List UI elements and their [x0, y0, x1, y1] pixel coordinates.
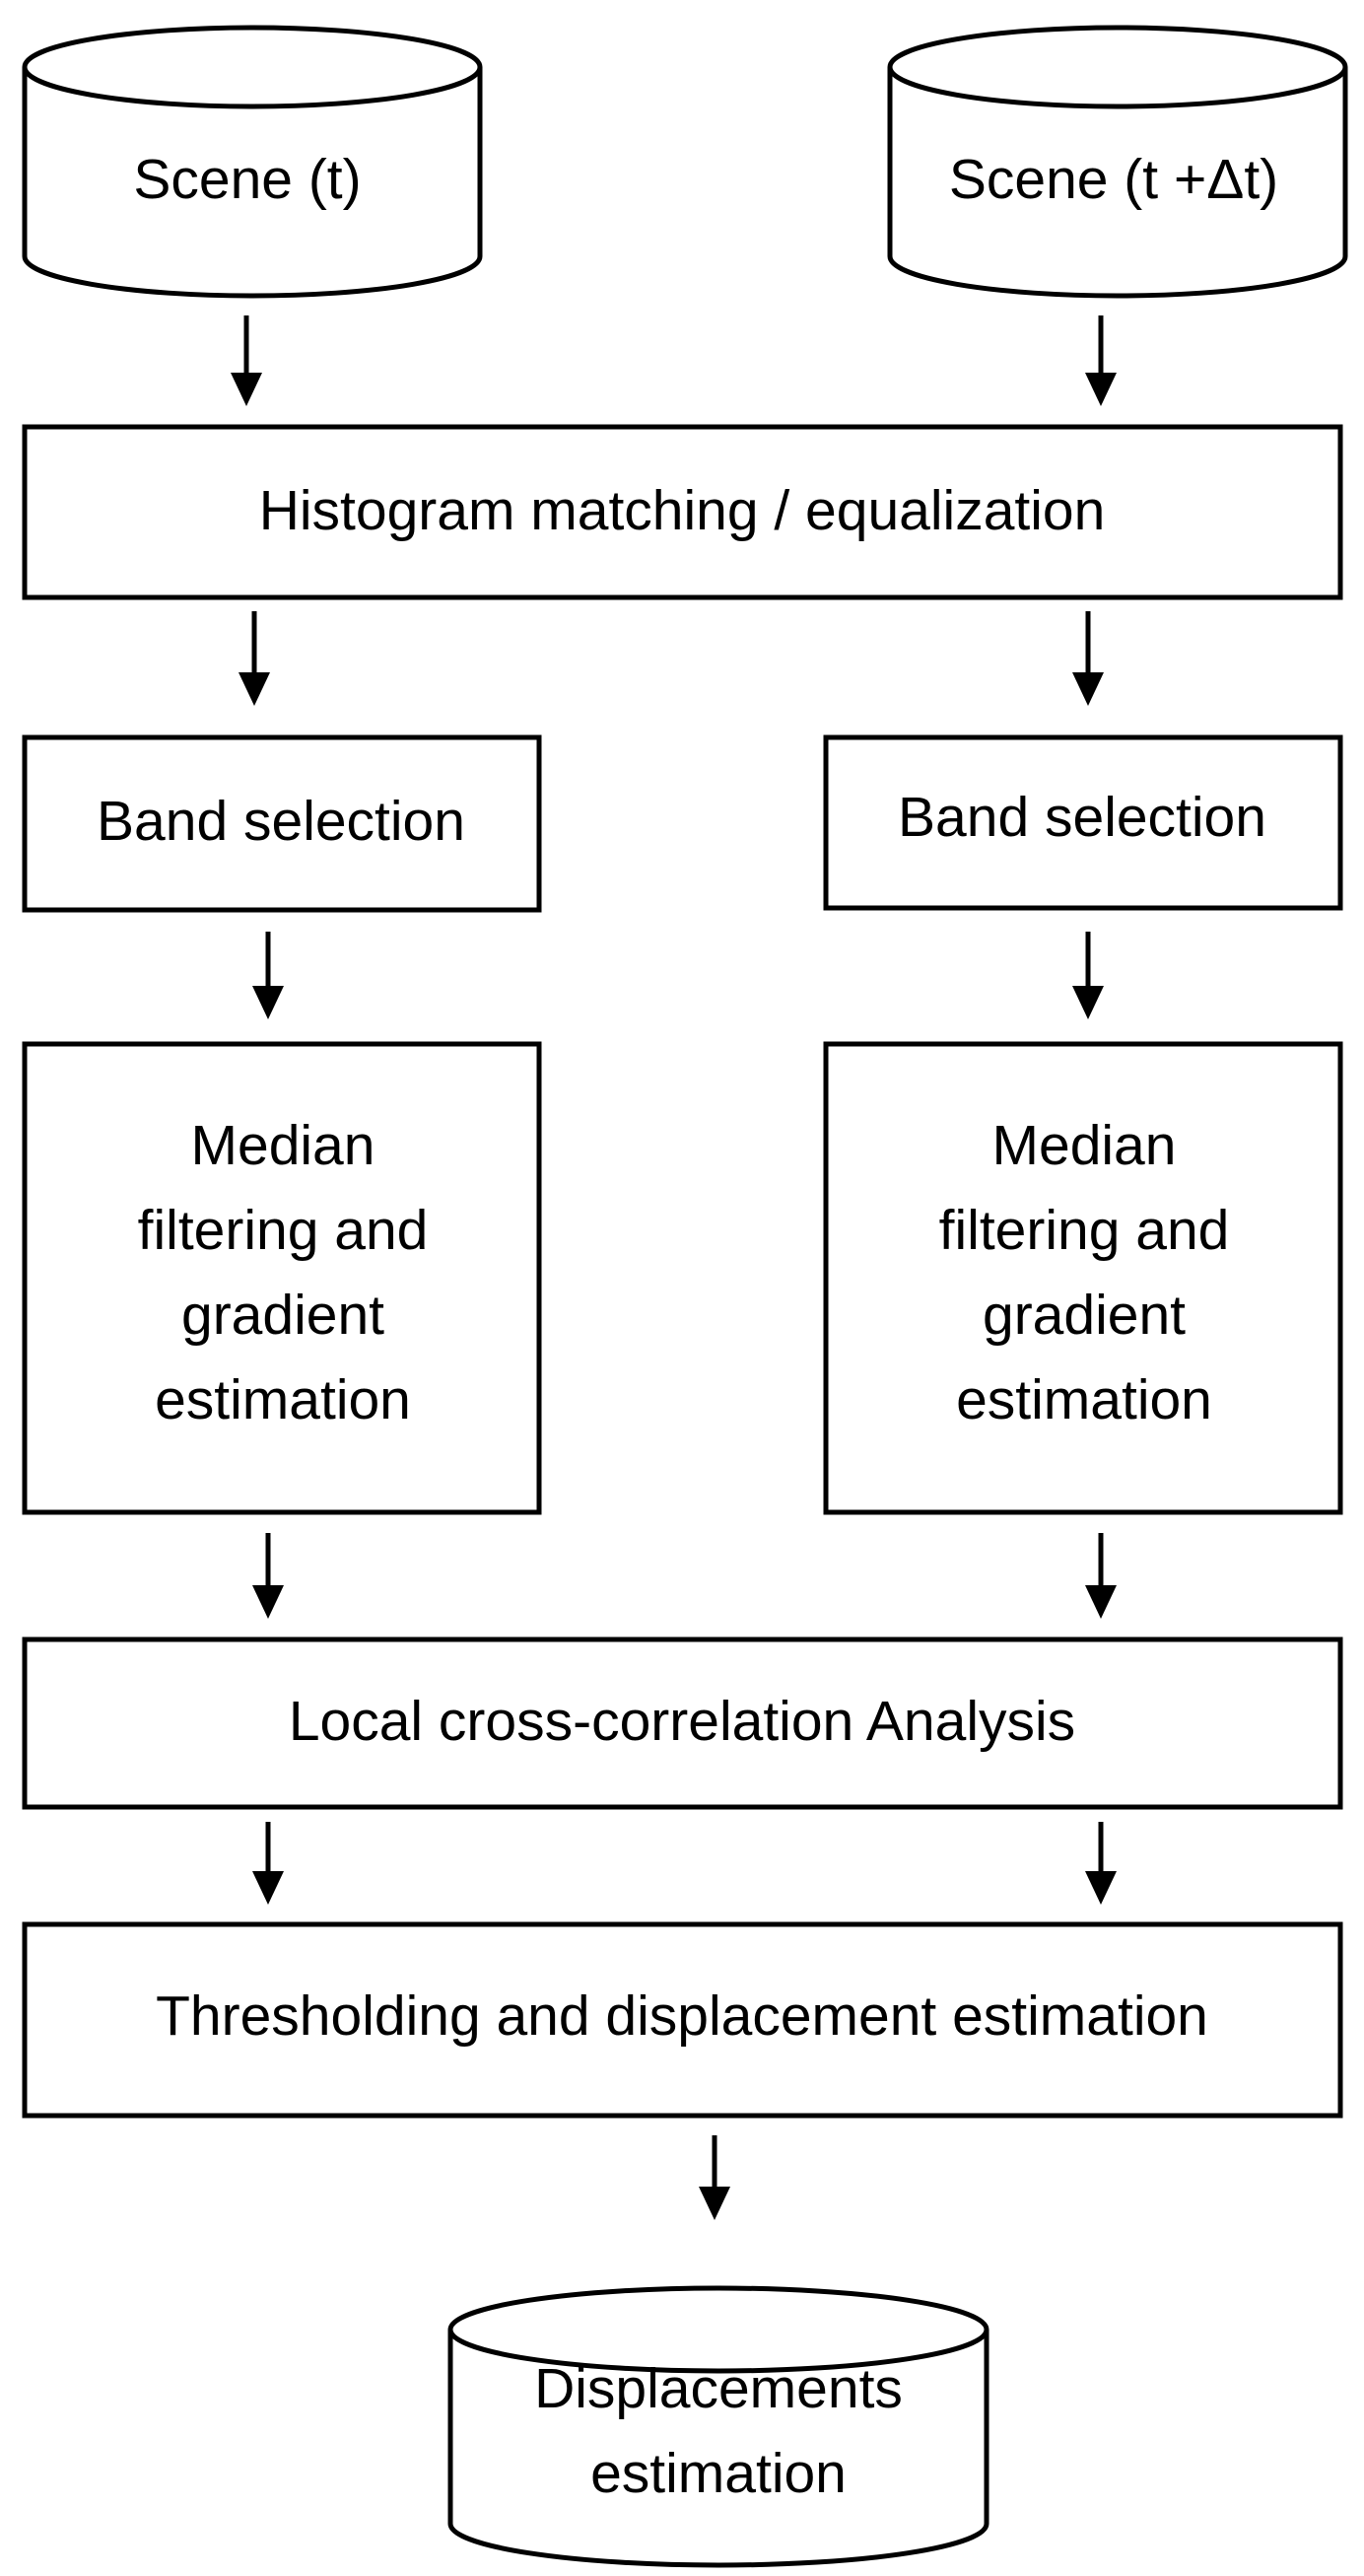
arrow-median-left-to-cross-correlation: [252, 1533, 284, 1619]
arrow-scene-t-to-histogram: [231, 315, 262, 406]
label-line: Thresholding and displacement estimation: [156, 1984, 1208, 2048]
label-line: estimation: [590, 2442, 847, 2505]
cross-correlation-label: Local cross-correlation Analysis: [289, 1690, 1075, 1753]
label-line: estimation: [956, 1368, 1212, 1431]
box-median-left: Median filtering and gradient estimation: [22, 1041, 542, 1515]
displacements-label: Displacements estimation: [534, 2357, 903, 2505]
label-line: Scene (t): [133, 148, 361, 211]
box-histogram: Histogram matching / equalization: [22, 424, 1343, 600]
label-line: Histogram matching / equalization: [259, 479, 1106, 542]
label-line: Displacements: [534, 2357, 903, 2420]
arrow-median-right-to-cross-correlation: [1085, 1533, 1117, 1619]
label-line: Median: [191, 1114, 375, 1177]
cylinder-scene-t-dt: Scene (t +Δt): [887, 25, 1348, 299]
band-left-label: Band selection: [97, 790, 465, 853]
arrow-histogram-to-band-left: [239, 611, 270, 706]
arrow-band-right-to-median-right: [1072, 932, 1104, 1019]
label-line: gradient: [983, 1284, 1186, 1347]
cylinder-scene-t: Scene (t): [22, 25, 483, 299]
box-cross-correlation: Local cross-correlation Analysis: [22, 1636, 1343, 1810]
label-line: Band selection: [97, 790, 465, 853]
arrow-scene-t-dt-to-histogram: [1085, 315, 1117, 406]
label-line: filtering and: [138, 1199, 429, 1262]
label-line: Median: [992, 1114, 1177, 1177]
thresholding-label: Thresholding and displacement estimation: [156, 1984, 1208, 2048]
median-right-label: Median filtering and gradient estimation: [939, 1114, 1230, 1431]
arrow-cross-correlation-to-thresholding-left: [252, 1822, 284, 1905]
box-median-right: Median filtering and gradient estimation: [823, 1041, 1343, 1515]
box-band-selection-left: Band selection: [22, 734, 542, 913]
arrow-thresholding-to-displacements: [699, 2135, 730, 2220]
scene-t-label: Scene (t): [133, 148, 361, 211]
label-line: Scene (t +Δt): [949, 148, 1278, 211]
label-line: filtering and: [939, 1199, 1230, 1262]
box-thresholding: Thresholding and displacement estimation: [22, 1921, 1343, 2119]
label-line: Local cross-correlation Analysis: [289, 1690, 1075, 1753]
arrow-cross-correlation-to-thresholding-right: [1085, 1822, 1117, 1905]
band-right-label: Band selection: [898, 786, 1266, 849]
scene-t-dt-label: Scene (t +Δt): [949, 148, 1278, 211]
box-band-selection-right: Band selection: [823, 734, 1343, 911]
histogram-label: Histogram matching / equalization: [259, 479, 1106, 542]
label-line: Band selection: [898, 786, 1266, 849]
label-line: gradient: [181, 1284, 384, 1347]
arrow-band-left-to-median-left: [252, 932, 284, 1019]
label-line: estimation: [155, 1368, 411, 1431]
cylinder-displacements: Displacements estimation: [447, 2285, 989, 2568]
median-left-label: Median filtering and gradient estimation: [138, 1114, 429, 1431]
arrow-histogram-to-band-right: [1072, 611, 1104, 706]
arrows: [231, 315, 1117, 2220]
